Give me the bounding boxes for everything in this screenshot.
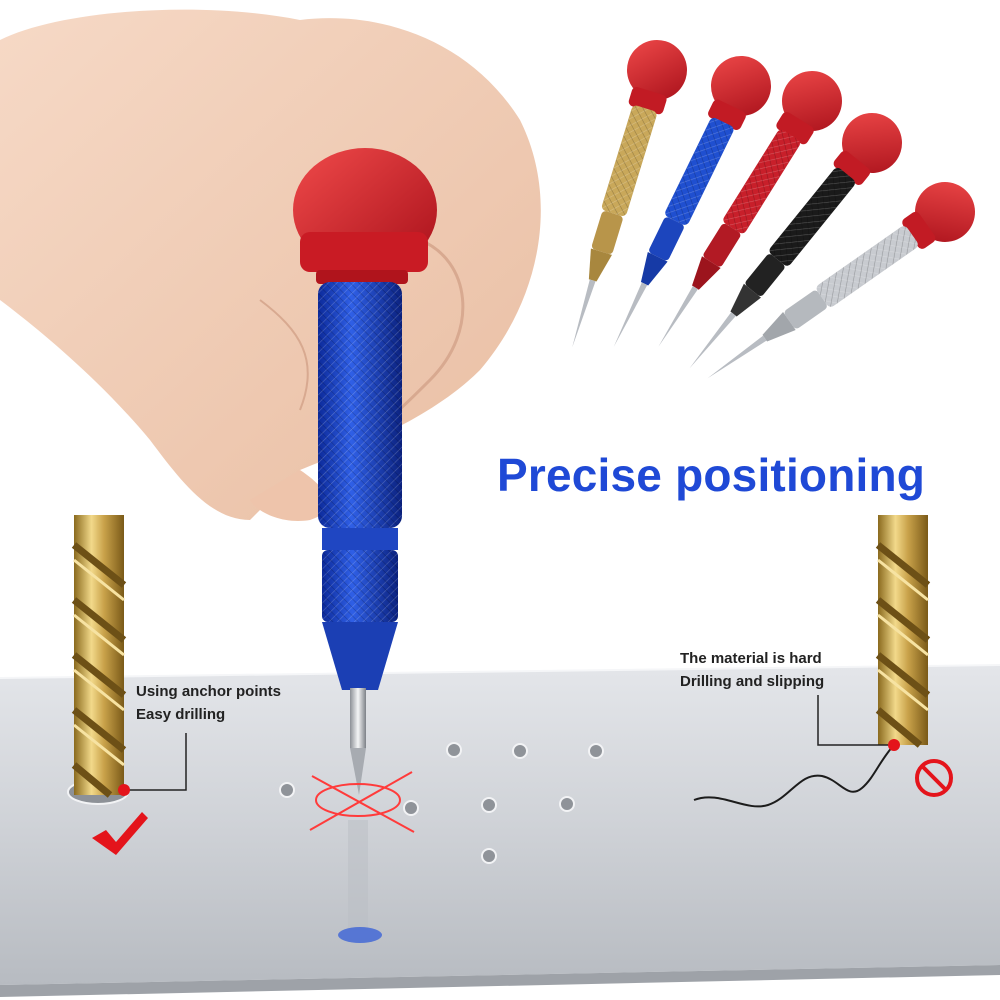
callout-dot-right bbox=[888, 739, 900, 751]
metal-plate bbox=[0, 664, 1000, 997]
callout-left: Using anchor points Easy drilling bbox=[136, 680, 281, 726]
slip-scratch bbox=[693, 744, 895, 808]
headline: Precise positioning bbox=[497, 449, 926, 501]
callout-left-line2: Easy drilling bbox=[136, 706, 226, 723]
target-marker bbox=[309, 771, 415, 833]
drill-bit-right bbox=[875, 515, 931, 748]
callout-right: The material is hard Drilling and slippi… bbox=[680, 647, 824, 693]
prohibited-icon bbox=[915, 759, 953, 797]
callout-dot-left bbox=[118, 784, 130, 796]
callout-lines bbox=[124, 695, 894, 791]
punch-set bbox=[572, 40, 975, 379]
anchor-dimples bbox=[279, 742, 604, 864]
drill-bit-left bbox=[67, 515, 129, 805]
hand bbox=[0, 9, 541, 521]
callout-right-line1: The material is hard bbox=[680, 650, 822, 667]
held-punch bbox=[293, 148, 437, 943]
checkmark-icon bbox=[92, 812, 148, 855]
callout-left-line1: Using anchor points bbox=[136, 683, 282, 700]
callout-right-line2: Drilling and slipping bbox=[680, 673, 825, 690]
